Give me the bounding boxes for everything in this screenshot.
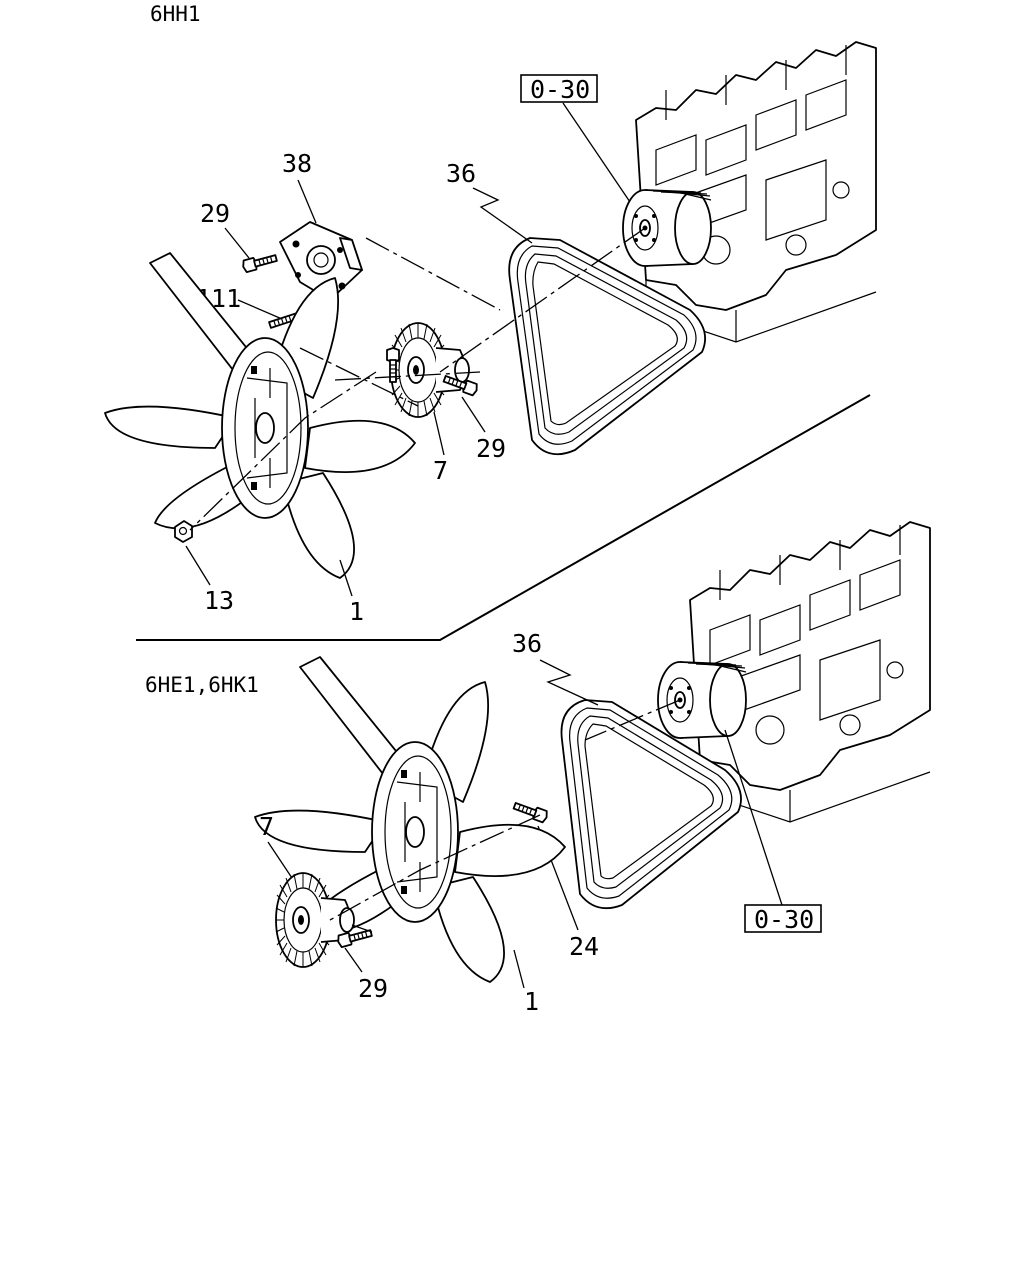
callout-7-bottom: 7 bbox=[259, 812, 274, 841]
section-title-6hh1: 6HH1 bbox=[150, 2, 201, 26]
clutch-bolt-leader-top bbox=[461, 396, 486, 433]
callout-36-top: 36 bbox=[446, 159, 476, 188]
callout-1-top: 1 bbox=[349, 597, 364, 626]
bracket-leader bbox=[297, 179, 317, 224]
fan-bracket-38 bbox=[279, 221, 363, 301]
fan-clutch-7-bottom bbox=[275, 872, 355, 968]
ref-box-0-30-top: 0-30 bbox=[520, 74, 598, 104]
callout-1-bottom: 1 bbox=[524, 987, 539, 1016]
clutch-leader-top bbox=[433, 411, 445, 456]
section-title-6he1-6hk1: 6HE1,6HK1 bbox=[145, 673, 259, 697]
crank-pulley-6he1-6hk1 bbox=[657, 661, 747, 739]
callout-36-bottom: 36 bbox=[512, 629, 542, 658]
callout-7-top: 7 bbox=[433, 456, 448, 485]
nut-leader bbox=[185, 545, 211, 586]
drive-belt-6he1-6hk1 bbox=[560, 699, 742, 910]
ref-box-label-bottom: 0-30 bbox=[754, 905, 814, 934]
ref-leader-bottom bbox=[724, 729, 783, 906]
callout-29-clutch-top: 29 bbox=[476, 434, 506, 463]
clutch-leader-bottom bbox=[267, 841, 293, 879]
ref-box-label-top: 0-30 bbox=[530, 75, 590, 104]
nut-13 bbox=[174, 520, 193, 543]
belt-leader-top bbox=[472, 187, 533, 244]
drive-belt-6hh1 bbox=[508, 237, 706, 456]
assembly-centerlines-bottom bbox=[329, 699, 681, 933]
bracket-bolt-leader bbox=[224, 227, 250, 259]
fan-leader-bottom bbox=[513, 949, 525, 989]
callout-13: 13 bbox=[204, 586, 234, 615]
cooling-fan-1-top bbox=[104, 252, 416, 579]
callout-38: 38 bbox=[282, 149, 312, 178]
ref-leader-top bbox=[562, 102, 631, 203]
stud-leader bbox=[237, 299, 283, 320]
fan-clutch-7-top bbox=[390, 322, 470, 418]
ref-box-0-30-bottom: 0-30 bbox=[744, 904, 822, 934]
assembly-centerlines-top bbox=[189, 227, 646, 531]
callout-29-bottom: 29 bbox=[358, 974, 388, 1003]
callout-24: 24 bbox=[569, 932, 599, 961]
clutch-bolt-leader-bottom bbox=[344, 947, 363, 973]
section-divider bbox=[136, 394, 871, 641]
fan-leader-top bbox=[339, 559, 353, 597]
callout-29-bracket: 29 bbox=[200, 199, 230, 228]
crank-pulley-6hh1 bbox=[622, 189, 712, 267]
belt-leader-bottom bbox=[539, 659, 599, 706]
